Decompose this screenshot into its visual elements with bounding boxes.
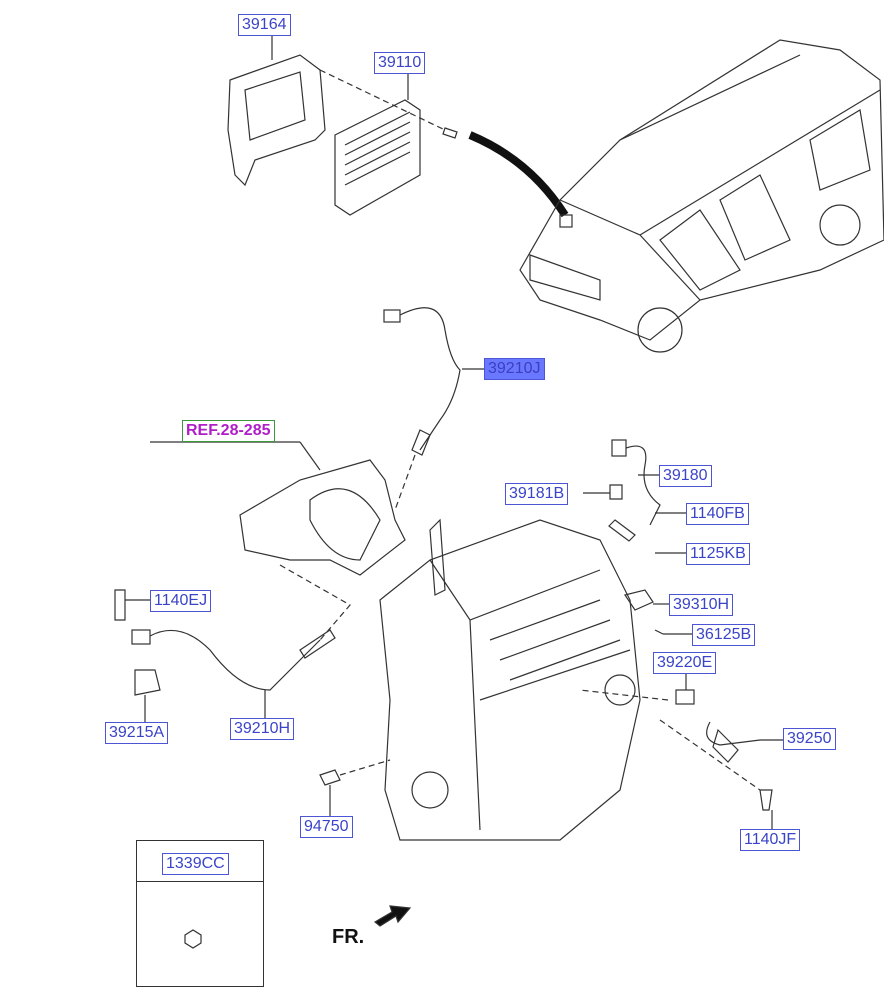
exhaust-manifold xyxy=(150,441,416,641)
nut-part-box xyxy=(136,840,264,987)
part-label-36125B[interactable]: 36125B xyxy=(692,624,756,646)
part-label-1140JF[interactable]: 1140JF xyxy=(740,829,801,851)
oxygen-sensor-upper xyxy=(383,307,484,456)
part-label-39210J[interactable]: 39210J xyxy=(484,358,545,380)
part-label-39310H[interactable]: 39310H xyxy=(669,594,734,616)
nut-icon xyxy=(184,929,202,949)
part-label-39180[interactable]: 39180 xyxy=(659,465,712,487)
reference-label[interactable]: REF.28-285 xyxy=(182,420,275,442)
part-label-39220E[interactable]: 39220E xyxy=(653,652,717,674)
front-marker: FR. xyxy=(332,926,365,948)
part-label-39250[interactable]: 39250 xyxy=(783,728,836,750)
ecu-unit xyxy=(319,69,569,218)
part-label-1339CC[interactable]: 1339CC xyxy=(162,853,229,875)
part-label-39110[interactable]: 39110 xyxy=(374,52,426,74)
part-label-94750[interactable]: 94750 xyxy=(300,816,353,838)
camshaft-sensor xyxy=(579,439,783,829)
engine-block xyxy=(379,518,641,841)
part-label-1125KB[interactable]: 1125KB xyxy=(686,543,750,565)
part-label-1140EJ[interactable]: 1140EJ xyxy=(150,590,212,612)
part-label-39210H[interactable]: 39210H xyxy=(230,718,295,740)
part-label-1140FB[interactable]: 1140FB xyxy=(686,503,749,525)
ecu-bracket xyxy=(227,36,326,187)
part-label-39215A[interactable]: 39215A xyxy=(105,722,169,744)
front-arrow-icon xyxy=(373,905,412,927)
van-illustration xyxy=(519,39,884,353)
oxygen-sensor-lower xyxy=(114,589,391,816)
part-label-39164[interactable]: 39164 xyxy=(238,14,291,36)
box-divider xyxy=(137,881,263,882)
part-label-39181B[interactable]: 39181B xyxy=(505,483,569,505)
